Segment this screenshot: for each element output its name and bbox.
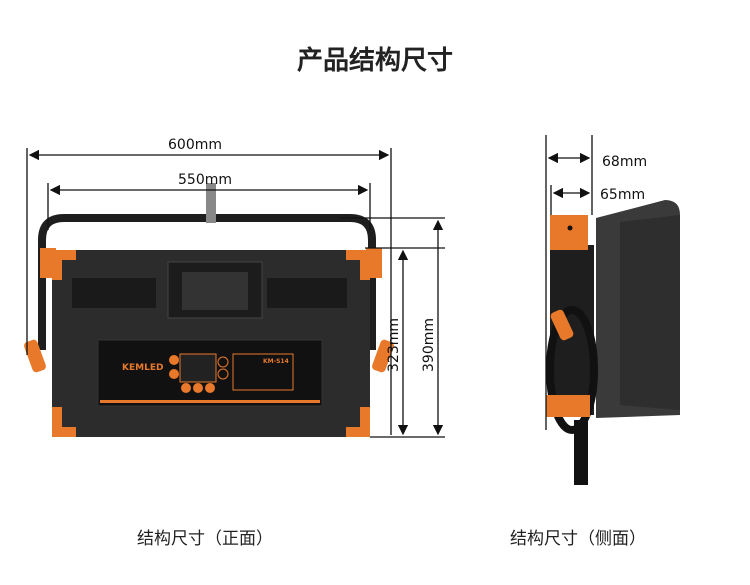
caption-front: 结构尺寸（正面） (137, 529, 273, 549)
panel-model: KM-S14 (263, 358, 289, 365)
vent-left (72, 278, 156, 308)
panel-brand: KEMLED (122, 363, 163, 373)
vent-right (267, 278, 347, 308)
yoke-side (546, 306, 598, 434)
dim-65: 65mm (600, 187, 645, 203)
side-bottom-bracket (546, 395, 590, 417)
side-top-bracket (550, 215, 588, 250)
dim-68: 68mm (602, 154, 647, 170)
side-view-light (546, 200, 680, 485)
dim-550: 550mm (178, 172, 232, 188)
mount-spigot (206, 183, 216, 223)
v-mount-inner (182, 272, 248, 310)
stand-mount (574, 420, 588, 485)
side-dimension-lines (545, 135, 593, 430)
side-knob (550, 309, 574, 341)
front-view-light: KEMLED KM-S14 (24, 183, 394, 437)
page-title: 产品结构尺寸 (296, 46, 453, 76)
display-screen (179, 353, 217, 383)
info-label (232, 353, 294, 391)
knob-right (372, 339, 394, 373)
dim-323: 323mm (386, 318, 402, 372)
knob-left (24, 339, 46, 373)
dim-600: 600mm (168, 137, 222, 153)
front-dimension-lines (26, 148, 445, 438)
caption-side: 结构尺寸（侧面） (510, 529, 646, 549)
dim-390: 390mm (421, 318, 437, 372)
